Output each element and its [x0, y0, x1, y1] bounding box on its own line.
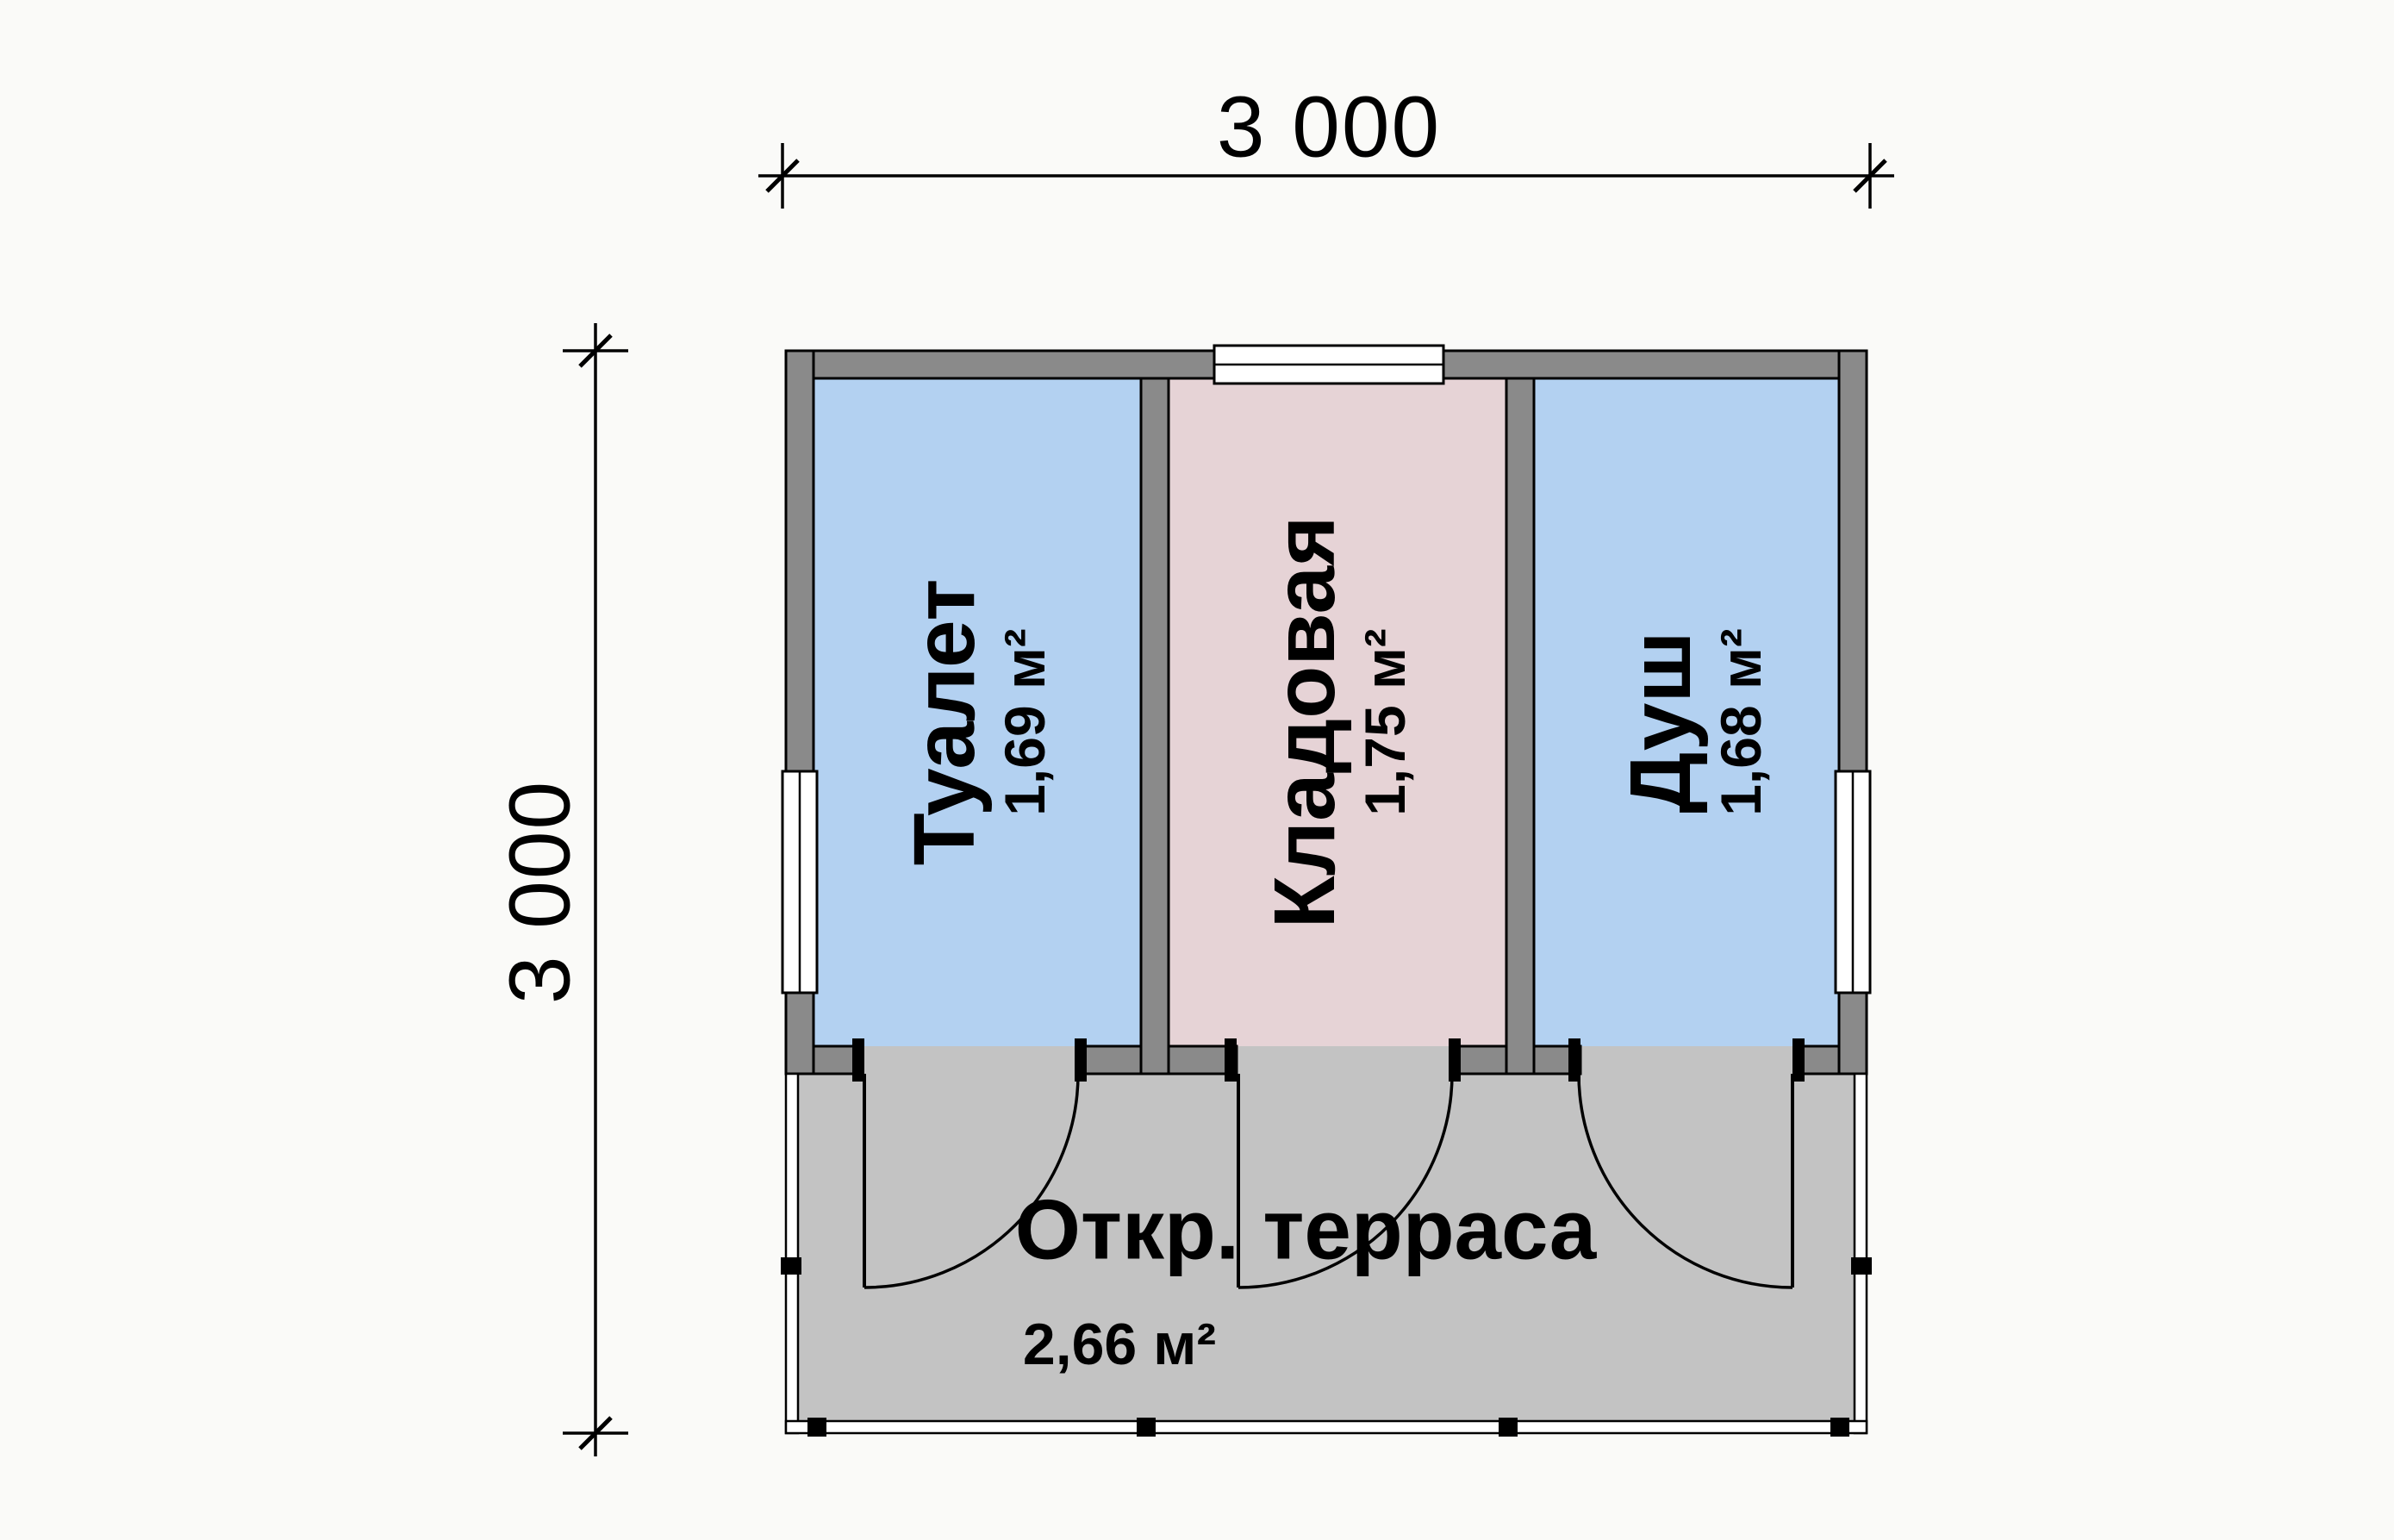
- left-dim-tick-bottom: [578, 1416, 613, 1450]
- door3-swing-arc: [1577, 1073, 1793, 1289]
- top-wall-right-segment: [1442, 349, 1868, 380]
- left-wall-upper: [784, 349, 815, 773]
- railing-post-right-mid: [1851, 1257, 1872, 1275]
- room-floor-shower: [1534, 378, 1839, 1046]
- door3-jamb-left: [1568, 1038, 1580, 1082]
- dimension-lines: [563, 143, 1894, 1456]
- door1-swing-arc: [863, 1073, 1080, 1289]
- railing-bottom: [784, 1419, 1868, 1435]
- left-wall-lower: [784, 991, 815, 1076]
- terrace-area-label: 2,66 м²: [1022, 1312, 1217, 1377]
- room-floor-toilet: [814, 378, 1141, 1046]
- dimension-width-label: 3 000: [1216, 78, 1442, 176]
- door3-jamb-right: [1792, 1038, 1805, 1082]
- door2-swing-arc: [1238, 1073, 1454, 1289]
- walls: [784, 349, 1868, 1076]
- room-name-shower: Душ: [1612, 631, 1709, 814]
- dimension-height-label: 3 000: [491, 779, 589, 1005]
- windows: [781, 344, 1872, 994]
- room-label-toilet: Туалет 1,69 м²: [895, 578, 1057, 866]
- railing-left: [784, 1072, 800, 1435]
- railing-right: [1853, 1072, 1868, 1435]
- railing-post-4: [1830, 1418, 1849, 1437]
- left-dim-tick-top: [578, 334, 613, 368]
- doors: [852, 1038, 1805, 1289]
- room-name-toilet: Туалет: [895, 578, 993, 866]
- railing-post-2: [1137, 1418, 1156, 1437]
- railing-post-3: [1499, 1418, 1518, 1437]
- railing-post-1: [807, 1418, 826, 1437]
- door1-jamb-right: [1075, 1038, 1087, 1082]
- terrace-floor: [798, 1046, 1855, 1421]
- room-area-shower: 1,68 м²: [1708, 628, 1773, 816]
- terrace-name-label: Откр. терраса: [1014, 1181, 1597, 1277]
- railing-post-left-mid: [781, 1257, 801, 1275]
- terrace-railing: [781, 1072, 1872, 1437]
- door2-jamb-right: [1449, 1038, 1461, 1082]
- room-area-storage: 1,75 м²: [1352, 628, 1417, 816]
- room-name-storage: Кладовая: [1256, 515, 1353, 929]
- partition-wall-1: [1139, 377, 1170, 1076]
- door1-jamb-left: [852, 1038, 864, 1082]
- right-wall-upper: [1837, 349, 1868, 773]
- top-dim-tick-right: [1853, 159, 1887, 193]
- room-floor-storage: [1169, 378, 1506, 1046]
- room-label-shower: Душ 1,68 м²: [1612, 628, 1773, 816]
- top-wall-left-segment: [784, 349, 1216, 380]
- room-area-toilet: 1,69 м²: [992, 628, 1057, 816]
- partition-wall-2: [1505, 377, 1536, 1076]
- door2-jamb-left: [1225, 1038, 1237, 1082]
- room-label-storage: Кладовая 1,75 м²: [1256, 515, 1417, 929]
- floors: [798, 378, 1855, 1421]
- top-dim-tick-left: [765, 159, 800, 193]
- right-wall-lower: [1837, 991, 1868, 1076]
